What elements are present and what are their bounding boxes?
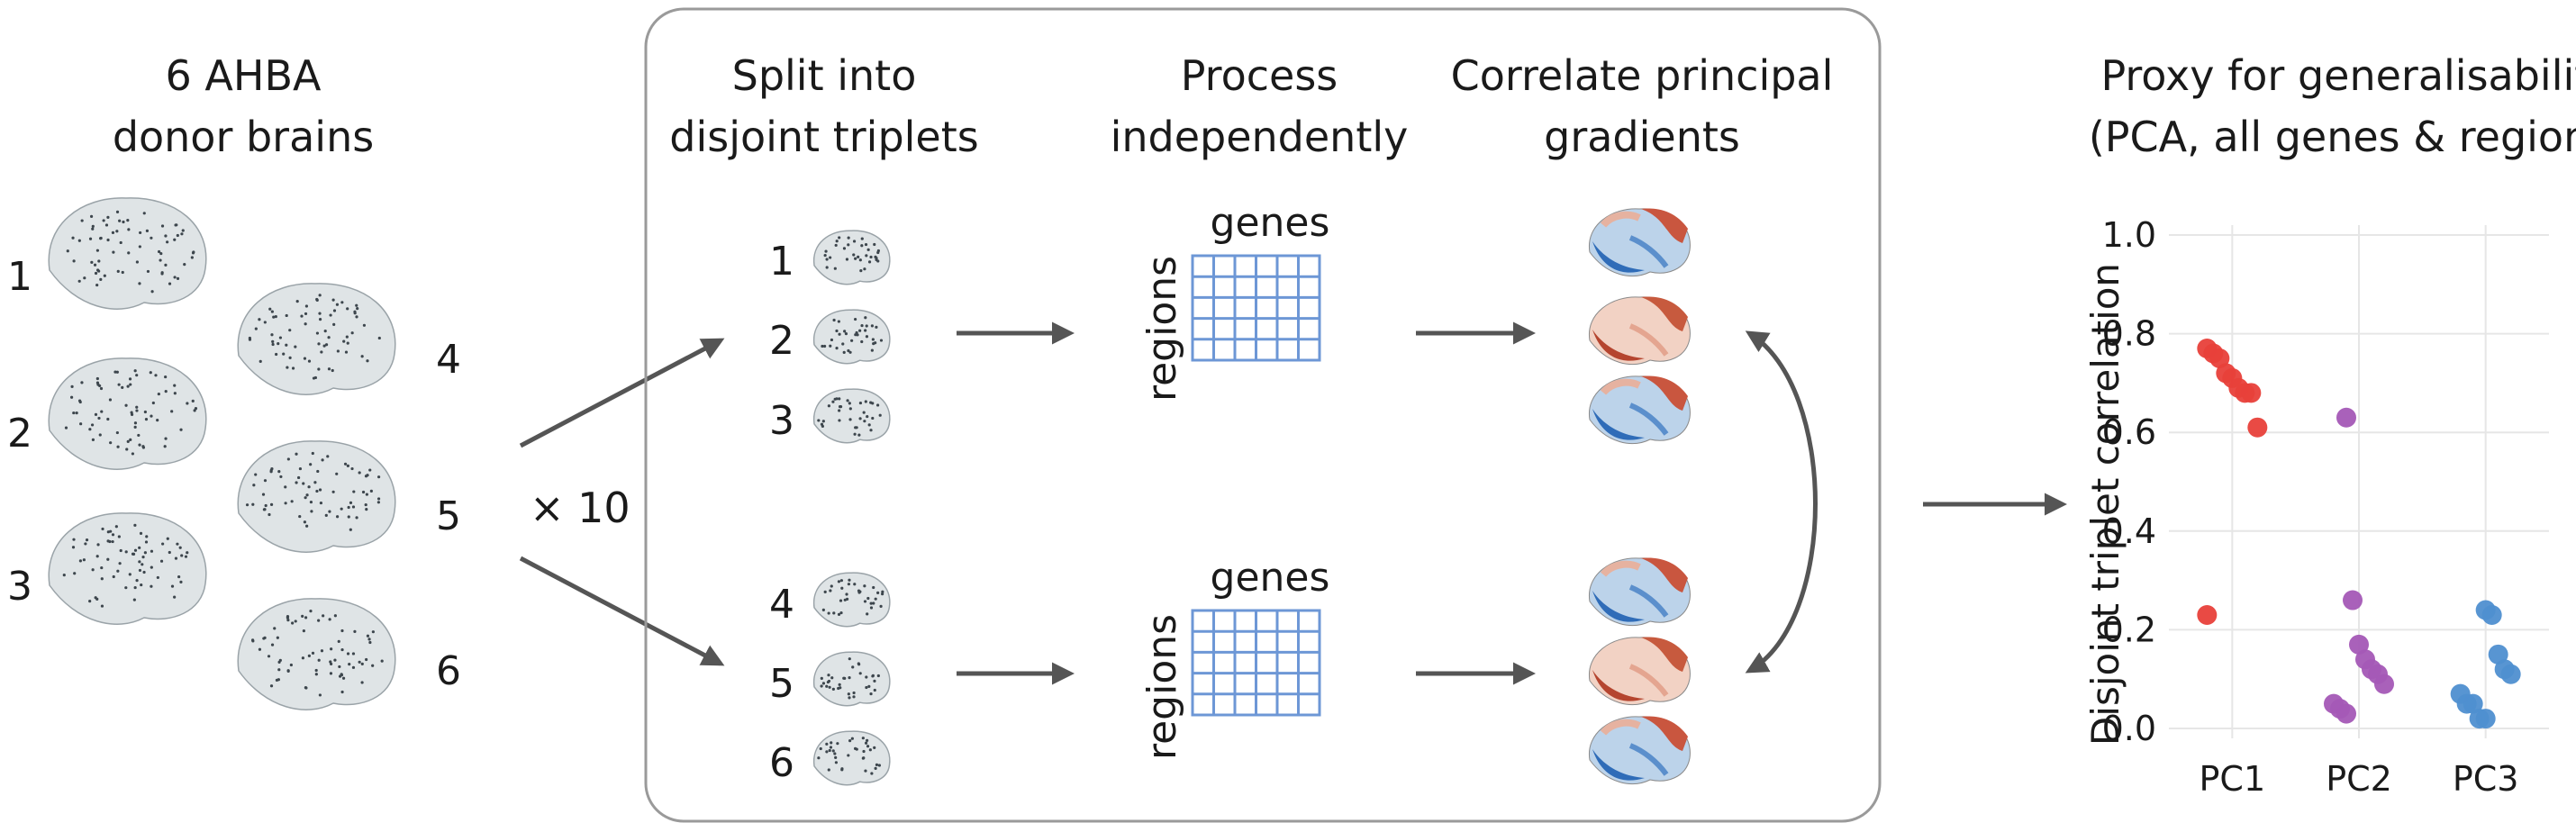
chart-point-pc2 (2336, 407, 2356, 428)
correlate-title-line2: gradients (1544, 113, 1740, 161)
donor-brain-4 (237, 283, 396, 395)
triplet-brain-4 (812, 572, 891, 628)
donor-number-2: 2 (7, 411, 32, 457)
chart-point-pc2 (2349, 634, 2369, 655)
proxy-title-line1: Proxy for generalisability (2100, 51, 2576, 100)
triplet-brain-group (812, 230, 891, 786)
gradient-map-b1 (1589, 557, 1691, 627)
gradient-map-a2 (1589, 296, 1691, 366)
chart-point-pc2 (2343, 590, 2363, 610)
chart-x-tick-label: PC2 (2326, 759, 2392, 799)
donors-title-line2: donor brains (113, 113, 374, 161)
chart-x-tick-label: PC1 (2200, 759, 2266, 799)
gene-region-matrix-bottom (1191, 609, 1321, 717)
matrix-bottom-genes-label: genes (1211, 555, 1330, 601)
chart-point-pc2 (2374, 674, 2394, 694)
triplet-a-number-1: 1 (769, 239, 794, 285)
process-title-line2: independently (1111, 113, 1409, 161)
split-arrow-up (519, 338, 725, 448)
donor-number-4: 4 (436, 337, 461, 383)
chart-point-pc3 (2488, 644, 2508, 665)
chart-x-tick-label: PC3 (2453, 759, 2519, 799)
chart-point-pc3 (2463, 693, 2483, 714)
triplet-a-number-2: 2 (769, 318, 794, 364)
chart-y-tick-label: 0.6 (2102, 412, 2156, 452)
gradient-map-a1 (1589, 208, 1691, 277)
gradient-map-b3 (1589, 716, 1691, 785)
chart-point-pc3 (2500, 664, 2521, 684)
repeat-multiplier: × 10 (530, 484, 630, 532)
chart-point-pc1 (2241, 383, 2262, 403)
proxy-title-line2: (PCA, all genes & regions) (2089, 113, 2576, 161)
process-box: Split into disjoint triplets Process ind… (644, 7, 1882, 823)
chart-y-tick-label: 0.8 (2102, 314, 2156, 354)
chart-point-pc1 (2197, 604, 2218, 625)
donor-number-1: 1 (7, 254, 32, 300)
split-title-line2: disjoint triplets (669, 113, 978, 161)
triplet-b-number-5: 5 (769, 661, 794, 707)
triplet-brain-3 (812, 388, 891, 444)
donor-number-3: 3 (7, 564, 32, 610)
chart-point-pc3 (2475, 709, 2496, 729)
gene-region-matrix-top (1191, 254, 1321, 362)
donor-brains-panel: 6 AHBA donor brains 1 2 3 4 5 6 (7, 51, 461, 710)
chart-point-pc1 (2247, 417, 2268, 438)
gradient-map-b2 (1589, 637, 1691, 706)
donors-title-line1: 6 AHBA (166, 51, 322, 100)
split-title-line1: Split into (732, 51, 917, 100)
chart-y-tick-label: 0.4 (2102, 511, 2156, 551)
donor-number-5: 5 (436, 493, 461, 539)
chart-points (2197, 339, 2521, 729)
chart-y-axis-label: Disjoint triplet correlation (2083, 263, 2127, 746)
chart-y-tick-label: 0.0 (2102, 709, 2156, 748)
triplet-brain-1 (812, 230, 891, 285)
triplet-brain-6 (812, 730, 891, 786)
donor-brain-1 (48, 197, 207, 310)
triplet-a-number-3: 3 (769, 398, 794, 444)
principal-gradient-maps (1589, 208, 1691, 785)
donor-brain-5 (237, 440, 396, 553)
donor-brain-3 (48, 512, 207, 625)
process-box-frame (644, 7, 1882, 823)
process-title-line1: Process (1181, 51, 1338, 100)
correlate-title-line1: Correlate principal (1451, 51, 1834, 100)
triplet-b-number-4: 4 (769, 582, 794, 628)
generalisability-chart: Proxy for generalisability (PCA, all gen… (2083, 51, 2576, 799)
donor-brain-2 (48, 357, 207, 470)
split-arrow-down (519, 556, 725, 666)
chart-y-ticks: 0.0 0.2 0.4 0.6 0.8 1.0 (2102, 215, 2156, 748)
correlate-double-arrow (1745, 330, 1818, 674)
triplet-b-number-6: 6 (769, 740, 794, 786)
matrix-top-genes-label: genes (1211, 200, 1330, 246)
chart-x-ticks: PC1 PC2 PC3 (2200, 759, 2519, 799)
donor-brain-group (48, 197, 396, 710)
chart-y-tick-label: 1.0 (2102, 215, 2156, 255)
chart-point-pc3 (2481, 604, 2502, 625)
gradient-map-a3 (1589, 375, 1691, 445)
matrix-bottom-regions-label: regions (1139, 614, 1185, 760)
chart-point-pc2 (2336, 703, 2356, 724)
matrix-top-regions-label: regions (1139, 256, 1185, 402)
chart-point-pc1 (2209, 348, 2230, 368)
triplet-brain-5 (812, 651, 891, 707)
donor-brain-6 (237, 598, 396, 710)
triplet-brain-2 (812, 309, 891, 365)
chart-y-tick-label: 0.2 (2102, 610, 2156, 649)
donor-number-6: 6 (436, 648, 461, 694)
